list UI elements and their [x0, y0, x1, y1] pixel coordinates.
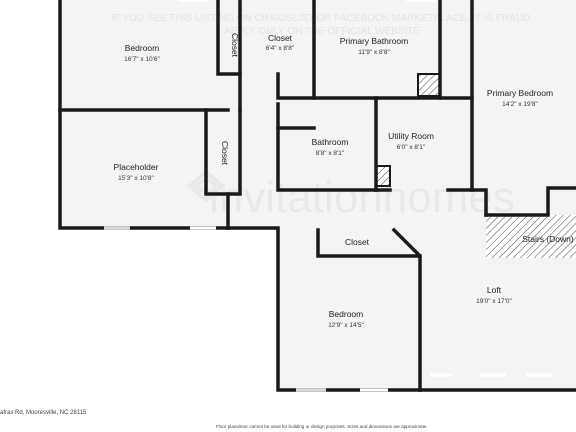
room-dims-bathroom: 8'8" x 8'1": [316, 150, 345, 157]
room-labels: Bedroom 16'7" x 10'6" Closet Closet 6'4"…: [114, 33, 574, 329]
room-name-closet-4: Closet: [345, 237, 370, 247]
room-name-primary-bedroom: Primary Bedroom: [487, 88, 553, 98]
property-address: afras Rd, Mooresville, NC 28115: [0, 410, 87, 416]
room-dims-loft: 19'0" x 17'0": [476, 298, 512, 305]
fraud-notice-line-2: APPLY ONLY ON THE OFFICIAL WEBSITE: [224, 26, 420, 37]
room-dims-closet-2: 6'4" x 8'8": [266, 45, 295, 52]
room-name-bedroom-1: Bedroom: [125, 43, 160, 53]
watermark-text: invitationhomes: [209, 173, 515, 222]
room-name-utility-room: Utility Room: [388, 131, 434, 141]
room-name-closet-3: Closet: [220, 141, 230, 166]
room-dims-primary-bedroom: 14'2" x 19'8": [502, 101, 538, 108]
room-name-primary-bathroom: Primary Bathroom: [340, 36, 409, 46]
room-name-bathroom: Bathroom: [312, 137, 349, 147]
shaft-hatch-1: [417, 73, 441, 97]
walls: [58, 0, 576, 392]
room-dims-placeholder: 15'3" x 10'8": [118, 175, 154, 182]
room-dims-primary-bathroom: 11'9" x 8'8": [358, 49, 390, 56]
watermark-logo-icon: [186, 169, 226, 203]
room-name-bedroom-2: Bedroom: [329, 309, 364, 319]
room-name-stairs: Stairs (Down): [522, 234, 574, 244]
room-dims-bedroom-2: 12'9" x 14'5": [328, 322, 364, 329]
room-name-closet-2: Closet: [268, 33, 293, 43]
room-name-loft: Loft: [487, 285, 502, 295]
room-name-placeholder: Placeholder: [114, 162, 159, 172]
fraud-notice-line-1: IF YOU SEE THIS LISTING ON CRAIGSLIST OR…: [111, 13, 533, 24]
floor-plan-disclaimer: Floor plans/tour cannot be used for buil…: [216, 424, 428, 429]
room-name-closet-1: Closet: [230, 33, 240, 58]
room-dims-bedroom-1: 16'7" x 10'6": [124, 56, 160, 63]
watermark-group: IF YOU SEE THIS LISTING ON CRAIGSLIST OR…: [111, 13, 533, 222]
stairs-hatch: [486, 215, 576, 258]
shaft-hatch-2: [375, 165, 391, 187]
windows: [104, 0, 552, 392]
room-dims-utility-room: 6'0" x 8'1": [397, 144, 426, 151]
